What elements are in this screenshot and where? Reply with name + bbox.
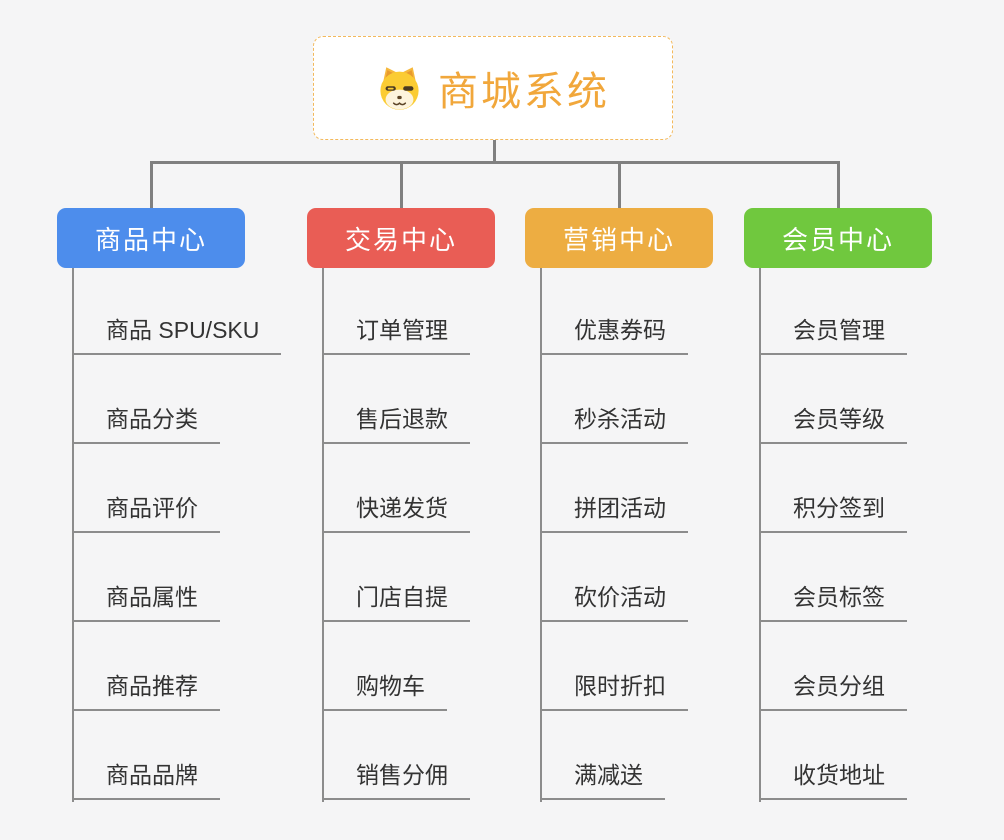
- child-topic[interactable]: 会员标签: [759, 578, 907, 622]
- child-topic[interactable]: 满减送: [540, 756, 665, 800]
- child-topic[interactable]: 售后退款: [322, 400, 470, 444]
- child-topic[interactable]: 积分签到: [759, 489, 907, 533]
- branch-topic-label: 营销中心: [562, 224, 675, 255]
- branch-topic[interactable]: 交易中心: [307, 208, 495, 268]
- child-topic[interactable]: 商品属性: [72, 578, 220, 622]
- connector-branch-drop: [150, 161, 153, 208]
- branch-topic[interactable]: 会员中心: [744, 208, 932, 268]
- branch-topic-label: 商品中心: [94, 224, 207, 255]
- child-topic[interactable]: 会员分组: [759, 667, 907, 711]
- child-topic[interactable]: 商品评价: [72, 489, 220, 533]
- branch-topic[interactable]: 营销中心: [525, 208, 713, 268]
- connector-branch-drop: [618, 161, 621, 208]
- child-topic[interactable]: 会员管理: [759, 311, 907, 355]
- connector-bus: [150, 161, 839, 164]
- shiba-dog-icon: [380, 66, 419, 110]
- child-topic[interactable]: 门店自提: [322, 578, 470, 622]
- child-topic[interactable]: 购物车: [322, 667, 447, 711]
- child-topic[interactable]: 优惠券码: [540, 311, 688, 355]
- connector-branch-drop: [837, 161, 840, 208]
- branch-topic-label: 交易中心: [344, 224, 457, 255]
- root-topic[interactable]: 商城系统: [313, 36, 673, 140]
- child-topic[interactable]: 商品推荐: [72, 667, 220, 711]
- connector-branch-drop: [400, 161, 403, 208]
- branch-spine: [759, 268, 761, 802]
- branch-spine: [322, 268, 324, 802]
- child-topic[interactable]: 砍价活动: [540, 578, 688, 622]
- child-topic[interactable]: 拼团活动: [540, 489, 688, 533]
- child-topic[interactable]: 商品分类: [72, 400, 220, 444]
- child-topic[interactable]: 快递发货: [322, 489, 470, 533]
- branch-topic[interactable]: 商品中心: [57, 208, 245, 268]
- child-topic[interactable]: 会员等级: [759, 400, 907, 444]
- child-topic[interactable]: 限时折扣: [540, 667, 688, 711]
- child-topic[interactable]: 订单管理: [322, 311, 470, 355]
- connector-root-stub: [493, 140, 496, 162]
- child-topic[interactable]: 收货地址: [759, 756, 907, 800]
- child-topic[interactable]: 商品品牌: [72, 756, 220, 800]
- child-topic[interactable]: 销售分佣: [322, 756, 470, 800]
- child-topic[interactable]: 商品 SPU/SKU: [72, 311, 282, 355]
- branch-topic-label: 会员中心: [781, 224, 894, 255]
- child-topic[interactable]: 秒杀活动: [540, 400, 688, 444]
- branch-spine: [540, 268, 542, 802]
- branch-spine: [72, 268, 74, 802]
- root-topic-label: 商城系统: [438, 70, 610, 114]
